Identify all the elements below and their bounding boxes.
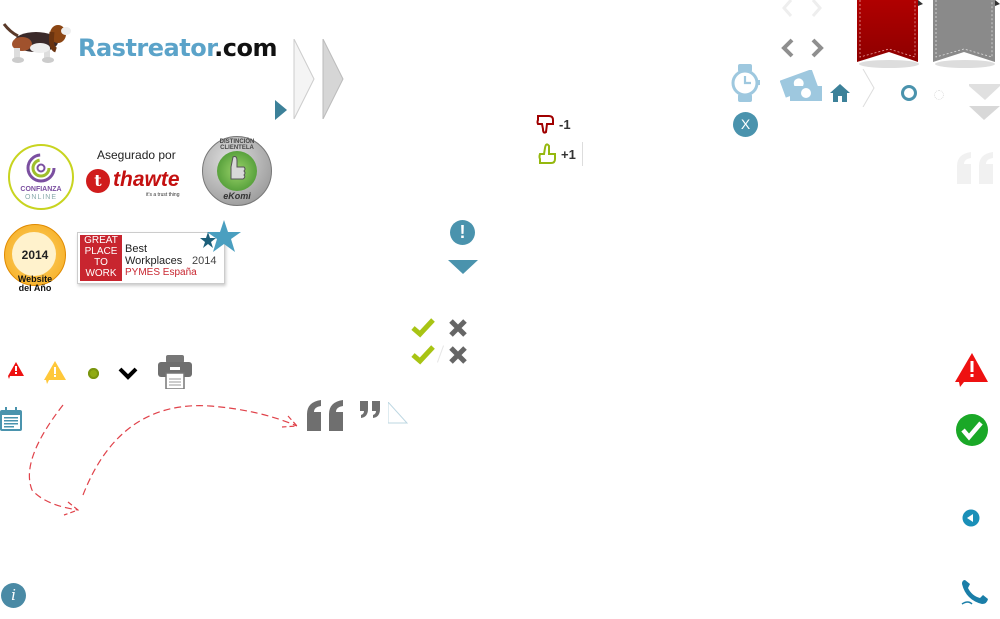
- close-gray-icon[interactable]: [447, 317, 469, 339]
- calendar-icon[interactable]: [0, 407, 22, 431]
- chevron-right-gray-icon: [322, 39, 344, 119]
- gptw-left4: WORK: [85, 268, 117, 279]
- play-triangle-icon: [275, 100, 287, 120]
- arrowhead-left: [63, 501, 80, 516]
- phone-icon[interactable]: [960, 578, 990, 606]
- alert-yellow-icon: [44, 361, 66, 384]
- stars-icon: [200, 220, 241, 252]
- ekomi-arc-text: DISTINCIÓN CLIENTELA: [219, 139, 255, 151]
- confianza-rings-icon: [26, 153, 56, 183]
- chevron-down-icon[interactable]: [118, 366, 138, 380]
- faint-dot-icon: [934, 90, 944, 100]
- back-circle-icon[interactable]: [962, 509, 980, 527]
- vote-up-count: +1: [561, 147, 576, 162]
- triangle-down-gray-icon: [969, 84, 1000, 100]
- open-quote-icon: [307, 400, 343, 431]
- confianza-line2: ONLINE: [24, 194, 58, 201]
- thawte-tagline: it's a trust thing: [146, 192, 180, 198]
- ribbon-red-icon: [857, 0, 923, 68]
- exclamation-circle-icon: !: [450, 220, 475, 245]
- gptw-left2: PLACE: [84, 246, 118, 257]
- chevron-left-icon[interactable]: [780, 38, 796, 58]
- divider: [436, 345, 445, 363]
- alert-red-icon: [955, 353, 988, 387]
- thawte-caption: Asegurado por: [97, 148, 176, 162]
- ekomi-name: eKomi: [223, 191, 251, 201]
- ribbon-gray-icon: [933, 0, 1000, 68]
- success-check-icon: [956, 414, 988, 446]
- close-circle-button[interactable]: X: [733, 112, 758, 137]
- thawte-name: thawte: [113, 168, 180, 191]
- chevron-left-faint-icon: [782, 0, 793, 17]
- chevron-right-light-icon: [293, 39, 315, 119]
- ekomi-badge: DISTINCIÓN CLIENTELA eKomi: [202, 136, 272, 206]
- gptw-best: Best: [125, 243, 148, 255]
- vote-down-count: -1: [559, 117, 571, 132]
- thumbs-down-icon: [536, 115, 554, 134]
- website-line2: del Año: [18, 283, 52, 293]
- chevron-right-faint-icon: [811, 0, 822, 17]
- dashed-curve-arrow-left: [28, 404, 79, 511]
- check-green-icon: [411, 318, 435, 338]
- printer-icon[interactable]: [158, 355, 192, 389]
- gptw-workplaces: Workplaces: [125, 255, 183, 267]
- gptw-left3: TO: [94, 257, 108, 268]
- website-year: 2014: [21, 248, 49, 262]
- thumbs-up-icon: [538, 143, 556, 164]
- triangle-down-icon[interactable]: [448, 258, 478, 274]
- alert-red-small-icon: [8, 362, 24, 379]
- home-icon[interactable]: [830, 84, 850, 102]
- thumbs-up-badge-icon: [230, 156, 246, 180]
- breadcrumb-separator-icon: [862, 69, 875, 107]
- close-gray-icon[interactable]: [447, 344, 469, 366]
- radio-ring-icon[interactable]: [901, 85, 917, 101]
- corner-triangle-icon: [388, 402, 408, 424]
- arrowhead-right: [281, 415, 299, 428]
- thawte-badge: t thawte it's a trust thing: [86, 168, 196, 200]
- chevron-right-icon[interactable]: [809, 38, 825, 58]
- open-quote-faint-icon: [957, 152, 993, 184]
- dashed-curve-arrow-right: [82, 405, 298, 496]
- close-quote-icon: [360, 401, 380, 418]
- great-place-to-work-badge: GREAT PLACE TO WORK Best Workplaces 2014…: [77, 232, 225, 284]
- check-green-icon: [411, 345, 435, 365]
- gptw-year: 2014: [192, 255, 217, 267]
- thawte-t-icon: t: [86, 169, 110, 193]
- website-del-ano-badge: 2014 Website del Año: [4, 224, 66, 294]
- logo-brand: Rastreator: [78, 34, 215, 62]
- status-dot-icon: [88, 368, 99, 379]
- logo[interactable]: Rastreator.com: [0, 22, 277, 68]
- vote-divider: [582, 142, 583, 166]
- basset-dog-icon: [2, 23, 71, 63]
- triangle-down-gray-icon: [969, 106, 1000, 120]
- dashed-arrows: [28, 404, 299, 516]
- gptw-region: PYMES España: [125, 267, 197, 278]
- confianza-online-badge: CONFIANZA ONLINE: [8, 144, 74, 210]
- confianza-line1: CONFIANZA: [20, 186, 62, 193]
- watch-icon: [731, 64, 760, 102]
- info-icon[interactable]: i: [1, 583, 26, 608]
- gptw-left1: GREAT: [84, 235, 118, 246]
- money-icon: [780, 70, 822, 101]
- logo-domain: .com: [214, 34, 277, 62]
- website-line1: Website: [17, 274, 53, 284]
